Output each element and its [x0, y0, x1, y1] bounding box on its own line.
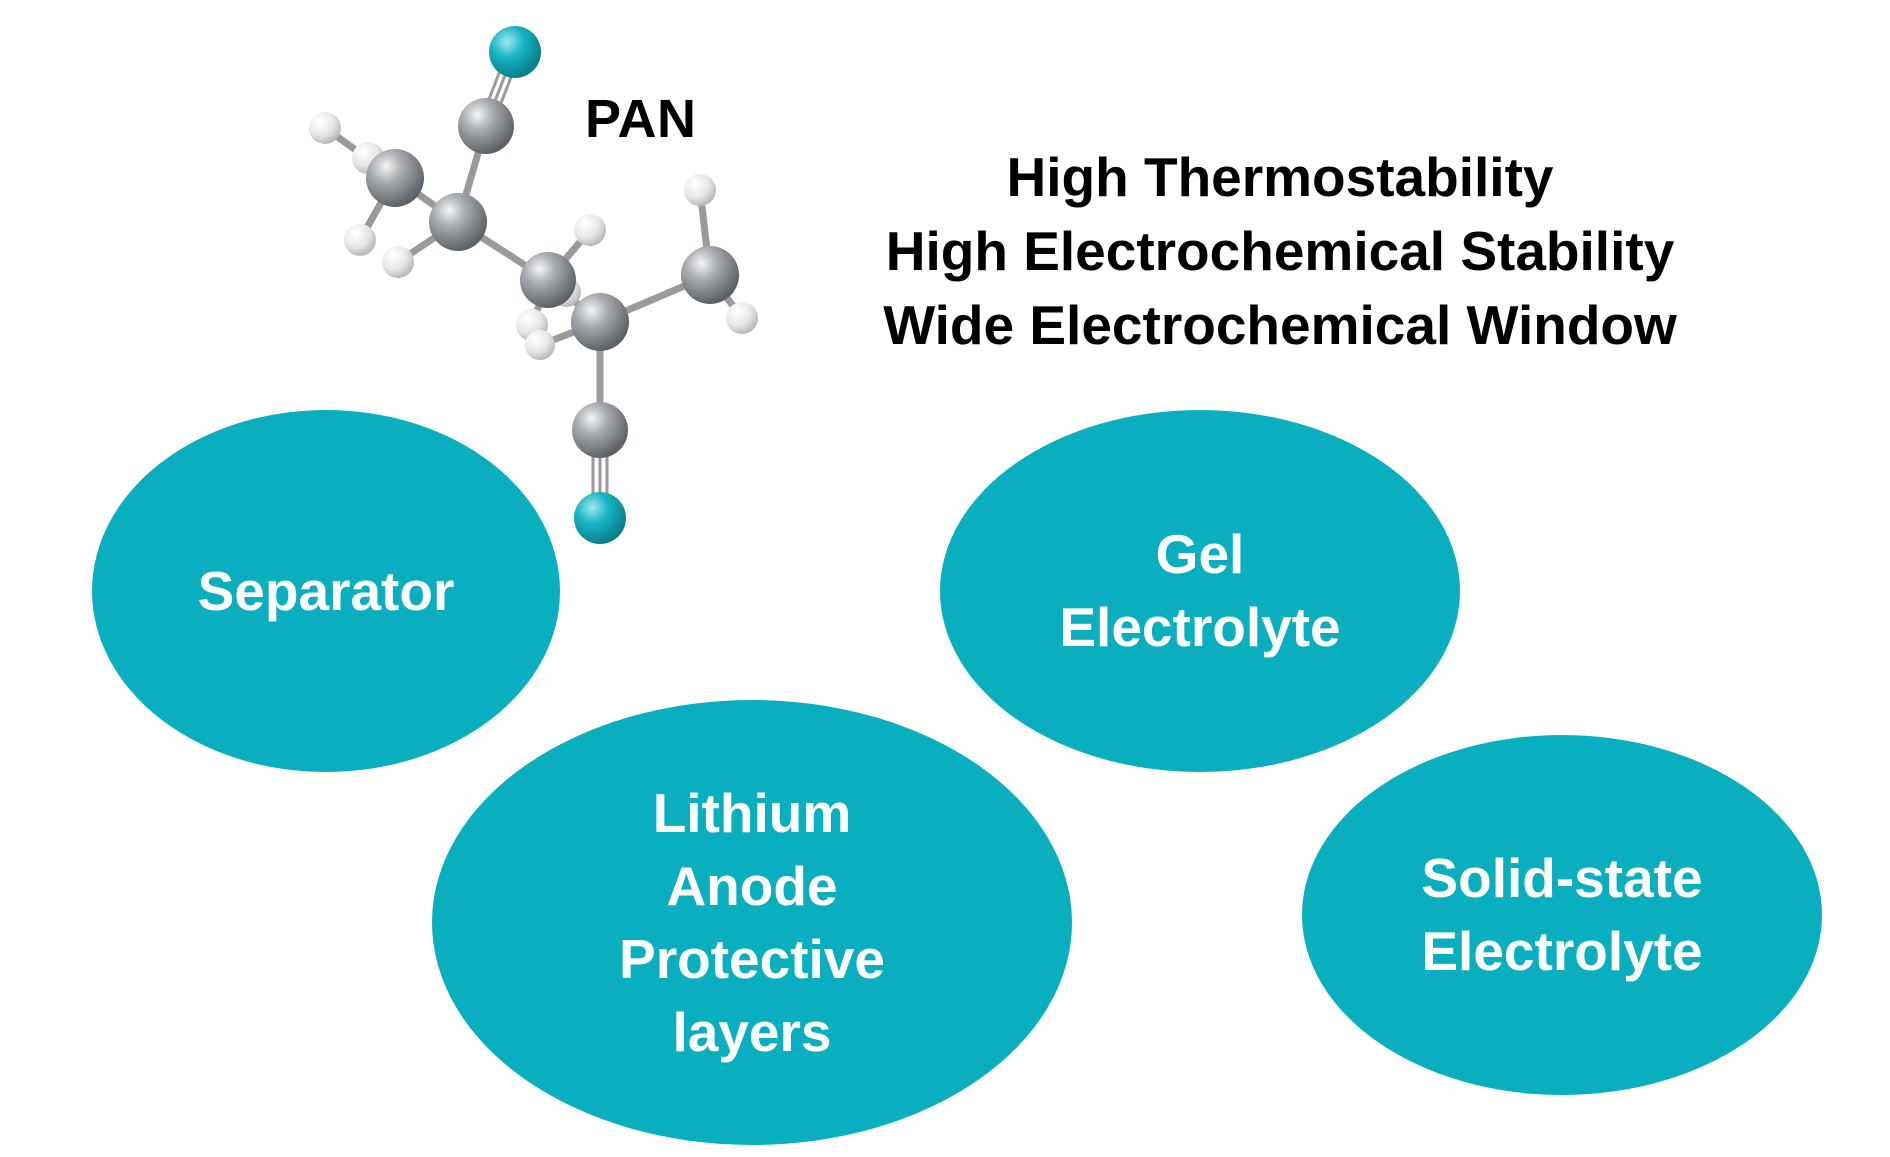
carbon-atom [366, 149, 424, 207]
carbon-atom [571, 293, 629, 351]
bubble-text-line: Electrolyte [1059, 596, 1341, 658]
bubble-text-line: Separator [197, 559, 455, 622]
bubble-text-line: Anode [666, 854, 838, 917]
hydrogen-atom [525, 330, 555, 360]
hydrogen-atom [574, 214, 606, 246]
property-item: High Electrochemical Stability [885, 220, 1675, 282]
property-item: Wide Electrochemical Window [883, 294, 1677, 356]
bubble-text-line: Electrolyte [1421, 920, 1703, 982]
bubble-text-line: Protective [619, 927, 885, 990]
molecule-label: PAN [585, 89, 697, 149]
separator-bubble: Separator [92, 410, 560, 772]
bubble-text-line: layers [672, 1000, 832, 1063]
bubble-text-line: Lithium [652, 781, 852, 844]
carbon-atom [429, 193, 487, 251]
property-item: High Thermostability [1006, 146, 1554, 208]
carbon-atom [458, 98, 514, 154]
nitrogen-atom [574, 492, 626, 544]
carbon-atom [681, 246, 739, 304]
properties-list: High Thermostability High Electrochemica… [820, 140, 1740, 362]
carbon-atom [572, 402, 628, 458]
hydrogen-atom [382, 246, 414, 278]
solid-state-electrolyte-bubble: Solid-state Electrolyte [1302, 735, 1822, 1095]
hydrogen-atom [344, 224, 376, 256]
hydrogen-atom [684, 174, 716, 206]
bubble-text-line: Solid-state [1421, 847, 1703, 909]
carbon-atom [520, 252, 576, 308]
bubble-text-line: Gel [1155, 523, 1245, 585]
lithium-anode-protective-bubble: Lithium Anode Protective layers [432, 700, 1072, 1145]
hydrogen-atom [726, 302, 758, 334]
gel-electrolyte-bubble: Gel Electrolyte [940, 410, 1460, 772]
nitrogen-atom [489, 26, 541, 78]
hydrogen-atom [309, 112, 341, 144]
